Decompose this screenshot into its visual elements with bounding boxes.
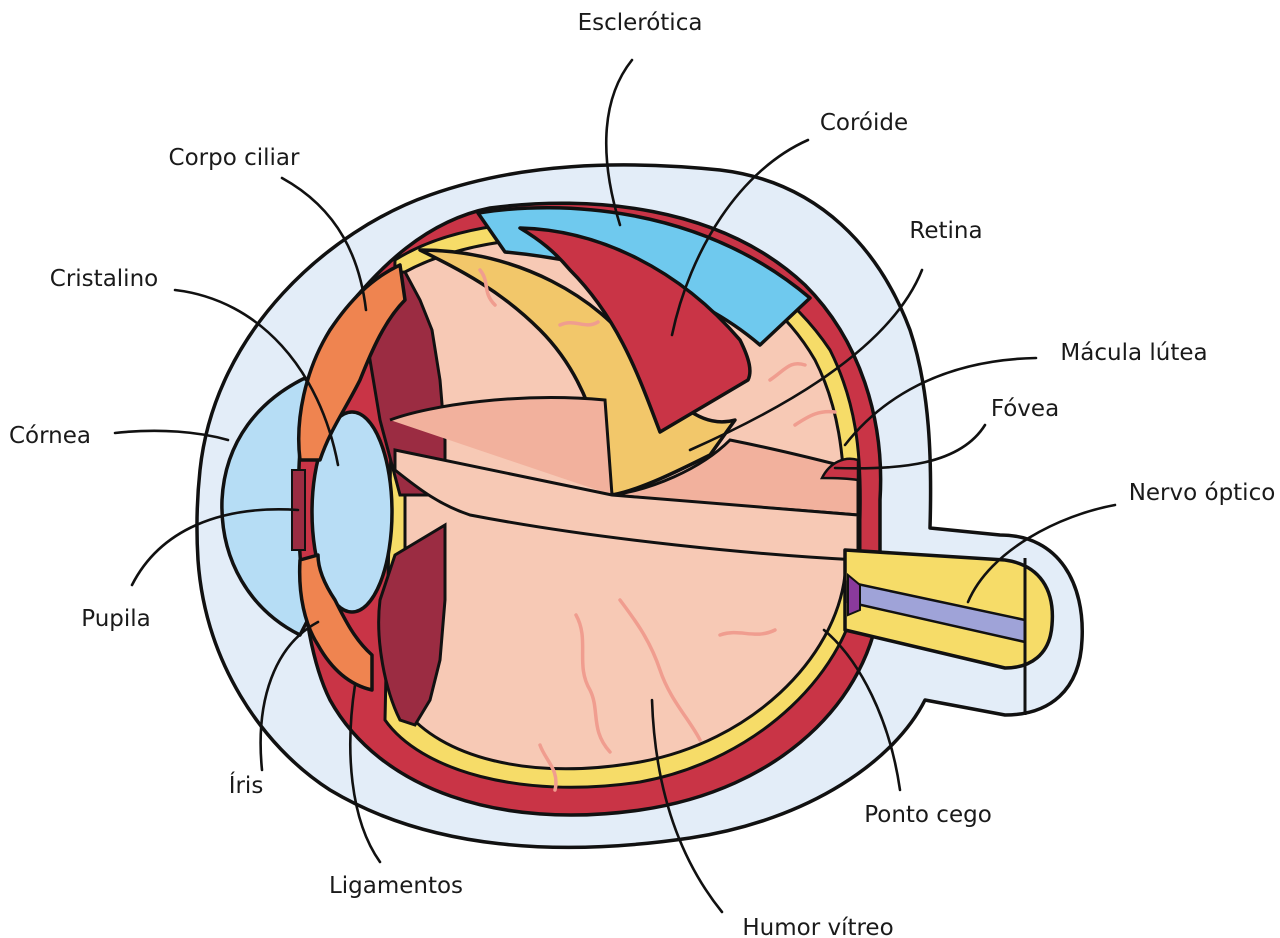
label-esclerotica: Esclerótica [578,10,703,36]
label-humor-vitreo: Humor vítreo [742,915,893,938]
label-nervo-optico: Nervo óptico [1129,480,1276,506]
label-cristalino: Cristalino [50,266,158,292]
label-macula-lutea: Mácula lútea [1060,340,1207,366]
label-corpo-ciliar: Corpo ciliar [169,145,300,171]
label-iris: Íris [229,771,264,799]
label-cornea: Córnea [9,423,91,449]
label-coroide: Coróide [820,110,908,136]
label-ligamentos: Ligamentos [329,873,463,899]
label-pupila: Pupila [81,606,151,632]
label-retina: Retina [909,218,982,244]
label-ponto-cego: Ponto cego [864,802,992,828]
label-fovea: Fóvea [991,396,1059,422]
